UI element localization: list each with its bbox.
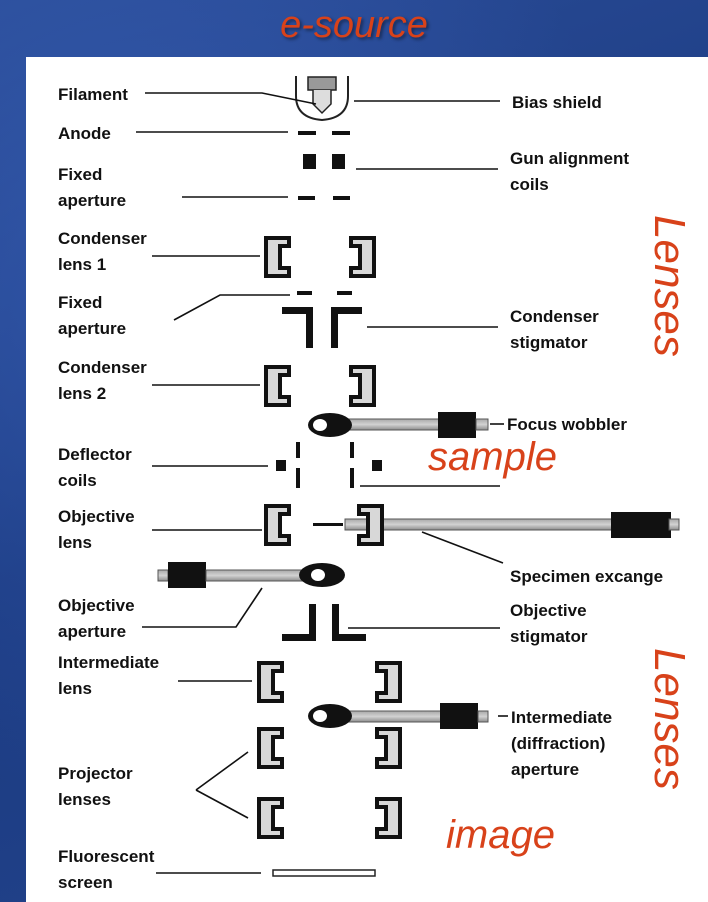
label-focus-wobbler: Focus wobbler bbox=[507, 415, 627, 434]
overlay-sample: sample bbox=[428, 435, 557, 479]
label-bias-shield: Bias shield bbox=[512, 93, 602, 112]
label-intermediate-aperture: Intermediate(diffraction)aperture bbox=[511, 708, 612, 779]
filament bbox=[307, 76, 337, 115]
label-specimen-exchange: Specimen excange bbox=[510, 567, 663, 586]
leader-lines bbox=[136, 92, 508, 874]
intermediate-lens bbox=[257, 661, 402, 703]
focus-wobbler bbox=[308, 412, 489, 438]
objective-aperture bbox=[157, 562, 345, 588]
deflector-coils bbox=[276, 442, 382, 488]
condenser-lens-1 bbox=[264, 236, 376, 278]
diagram-panel bbox=[26, 57, 708, 902]
fixed-aperture-1 bbox=[298, 196, 350, 200]
gun-alignment-coils bbox=[303, 154, 345, 169]
anode bbox=[298, 131, 350, 135]
projector-lens-2 bbox=[257, 797, 402, 839]
specimen-exchange-rod bbox=[313, 512, 680, 538]
label-anode: Anode bbox=[58, 124, 111, 143]
slide-title: e-source bbox=[280, 4, 428, 46]
overlay-lenses-top: Lenses bbox=[645, 215, 694, 357]
overlay-lenses-bottom: Lenses bbox=[645, 648, 694, 790]
condenser-stigmator bbox=[282, 307, 362, 348]
label-filament: Filament bbox=[58, 85, 128, 104]
fluorescent-screen bbox=[272, 869, 376, 877]
overlay-image: image bbox=[446, 813, 555, 857]
condenser-lens-2 bbox=[264, 365, 376, 407]
objective-lens bbox=[264, 504, 384, 546]
intermediate-aperture bbox=[308, 703, 489, 729]
bias-shield bbox=[295, 76, 349, 122]
objective-stigmator bbox=[282, 604, 366, 641]
fixed-aperture-2 bbox=[297, 291, 352, 295]
projector-lens-1 bbox=[257, 727, 402, 769]
